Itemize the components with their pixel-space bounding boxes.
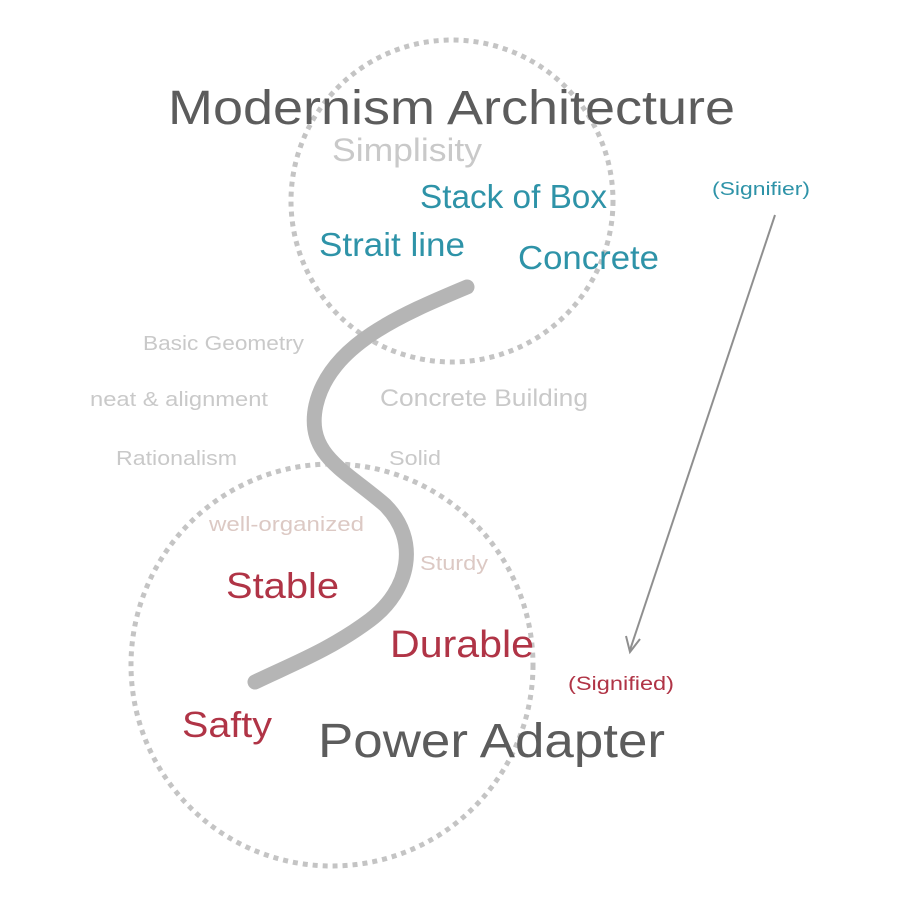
signified-label: (Signified)	[568, 674, 674, 695]
s-curve-connector	[247, 279, 475, 690]
trait-strait-line: Strait line	[319, 226, 465, 263]
middle-concrete-building: Concrete Building	[380, 385, 588, 412]
middle-rationalism: Rationalism	[116, 448, 237, 470]
signifier-to-signified-arrow	[625, 214, 776, 655]
signified-circle	[128, 461, 536, 869]
signified-title: Power Adapter	[318, 715, 665, 768]
trait-stable: Stable	[226, 565, 339, 606]
trait-stack-of-box: Stack of Box	[420, 178, 607, 215]
signifier-label: (Signifier)	[712, 179, 810, 199]
soft-sturdy: Sturdy	[420, 553, 488, 575]
middle-solid: Solid	[389, 448, 441, 470]
trait-durable: Durable	[390, 624, 534, 666]
signifier-circle	[288, 37, 616, 365]
trait-simplisity: Simplisity	[332, 132, 482, 168]
signifier-title: Modernism Architecture	[168, 82, 735, 135]
middle-neat-alignment: neat & alignment	[90, 389, 269, 411]
soft-well-organized: well-organized	[208, 514, 364, 536]
trait-safty: Safty	[182, 704, 272, 745]
middle-basic-geometry: Basic Geometry	[143, 333, 304, 355]
trait-concrete: Concrete	[518, 239, 659, 276]
